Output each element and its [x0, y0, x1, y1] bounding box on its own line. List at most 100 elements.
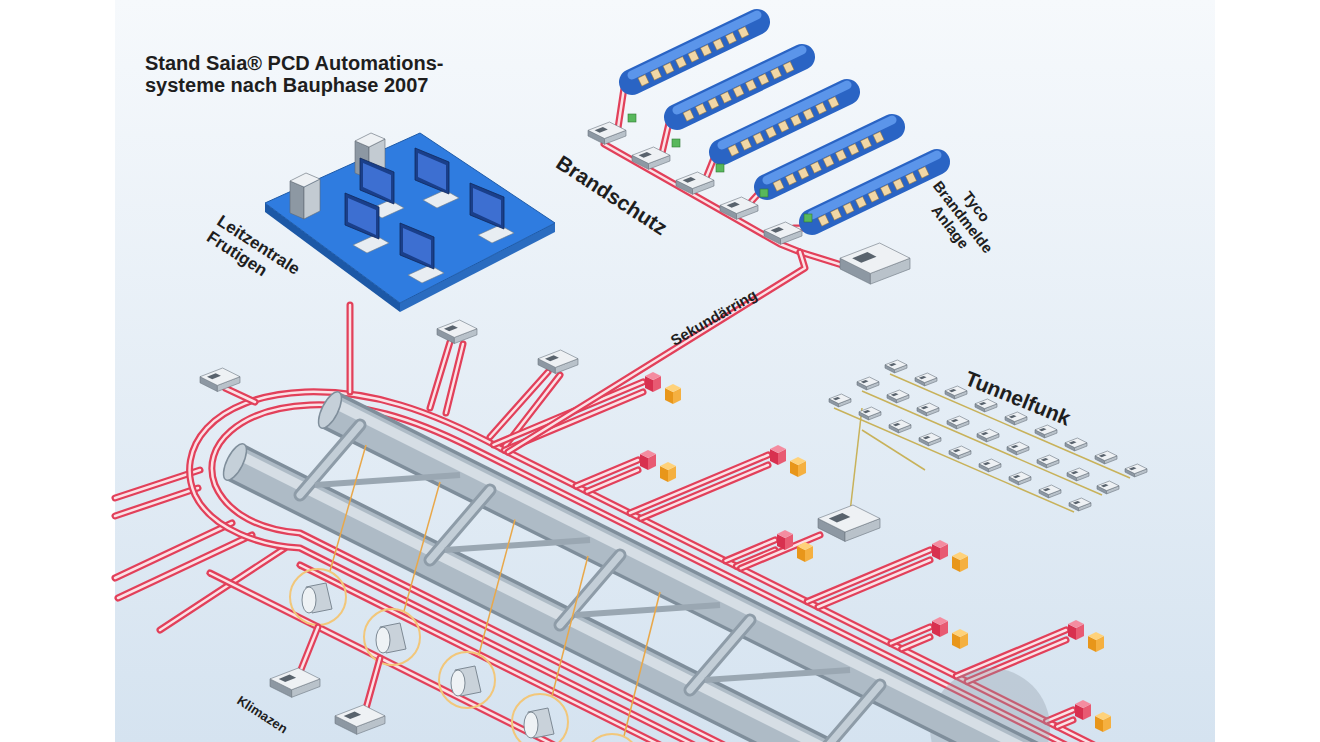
device-top: [1067, 468, 1089, 478]
device-panel: [1073, 501, 1081, 504]
diagram-title: Stand Saia® PCD Automations- systeme nac…: [145, 52, 510, 96]
device-panel: [893, 423, 901, 426]
cube-top: [777, 530, 793, 538]
computer-tower: [290, 181, 304, 219]
cube-top: [790, 457, 806, 465]
device-panel: [1011, 445, 1019, 448]
device-panel: [979, 402, 987, 405]
red-cable: [587, 470, 638, 492]
device-panel: [727, 202, 740, 208]
status-icon: [628, 114, 636, 122]
device-panel: [1043, 488, 1051, 491]
radio-unit: [1095, 451, 1117, 464]
red-cable-core: [212, 405, 1200, 742]
device-top: [632, 147, 670, 164]
device-panel: [1009, 415, 1017, 418]
rack-top: [812, 155, 937, 215]
detector-module: [695, 104, 706, 116]
detector-module: [905, 173, 916, 185]
red-cable: [365, 658, 380, 712]
detector-module: [835, 150, 846, 162]
radio-unit: [859, 407, 881, 420]
device-panel: [444, 325, 458, 331]
device-panel: [949, 389, 957, 392]
device-top: [1065, 438, 1087, 448]
device-top: [1035, 425, 1057, 435]
device-panel: [207, 373, 221, 379]
detector-module: [818, 215, 829, 227]
keyboard: [408, 265, 444, 283]
detector-module: [720, 92, 731, 104]
rack-top: [722, 85, 847, 145]
control-room-shape: [200, 128, 560, 310]
red-cable: [347, 305, 354, 392]
red-cable-core: [807, 550, 930, 602]
red-cable: [1057, 720, 1073, 727]
device-top: [977, 429, 999, 439]
cube-top: [952, 629, 968, 637]
device-panel: [919, 376, 927, 379]
detector-module: [790, 115, 801, 127]
detector-module: [638, 75, 649, 87]
detector-module: [708, 98, 719, 110]
detector-module: [738, 27, 749, 39]
fire-detector-rack: [767, 127, 892, 187]
fire-detector-rack: [722, 92, 847, 152]
cube-top: [665, 384, 681, 392]
cross-passage: [820, 685, 880, 742]
device-box: [676, 172, 714, 194]
radio-unit: [829, 394, 851, 407]
radio-unit: [1039, 485, 1061, 498]
monitor-screen: [418, 153, 446, 190]
cube-top: [770, 445, 786, 453]
device-panel: [923, 436, 931, 439]
device-panel: [279, 675, 296, 683]
device-top: [840, 243, 910, 273]
device-top: [919, 433, 941, 443]
detector-module: [868, 191, 879, 203]
tunnel-tube: [219, 441, 904, 742]
radio-unit: [1005, 412, 1027, 425]
radio-unit: [1009, 472, 1031, 485]
monitor: [400, 223, 434, 269]
detector-module: [785, 174, 796, 186]
fan-face: [451, 670, 465, 696]
device-panel: [1039, 428, 1047, 431]
sensor-cube: [1095, 712, 1111, 732]
radio-unit: [947, 416, 969, 429]
sensor-cube: [665, 384, 681, 404]
detector-module: [803, 109, 814, 121]
radio-unit: [915, 373, 937, 386]
sensor-cube: [932, 540, 948, 560]
device-panel: [861, 380, 869, 383]
sensor-cube: [1075, 700, 1091, 720]
detector-module: [873, 132, 884, 144]
device-panel: [344, 712, 361, 720]
bracing: [705, 670, 850, 680]
detector-module: [783, 62, 794, 74]
detector-module: [773, 180, 784, 192]
radio-unit: [1125, 464, 1147, 477]
device-box: [764, 222, 802, 244]
background-panel: [115, 0, 1215, 742]
device-top: [887, 390, 909, 400]
red-cable: [956, 630, 1066, 676]
device-top: [885, 360, 907, 370]
radio-unit: [885, 360, 907, 373]
leader-line: [624, 592, 660, 736]
sensor-cube: [640, 450, 656, 470]
detector-module: [728, 145, 739, 157]
red-cable-core: [741, 535, 820, 568]
device-panel: [983, 462, 991, 465]
detector-module: [778, 121, 789, 133]
device-top: [764, 222, 802, 239]
bracing: [575, 605, 720, 615]
device-panel: [639, 152, 652, 158]
detector-module: [740, 139, 751, 151]
radio-unit: [1007, 442, 1029, 455]
bracing: [315, 475, 460, 485]
fan-face: [524, 712, 538, 738]
red-cable: [902, 637, 930, 649]
device-panel: [1101, 484, 1109, 487]
